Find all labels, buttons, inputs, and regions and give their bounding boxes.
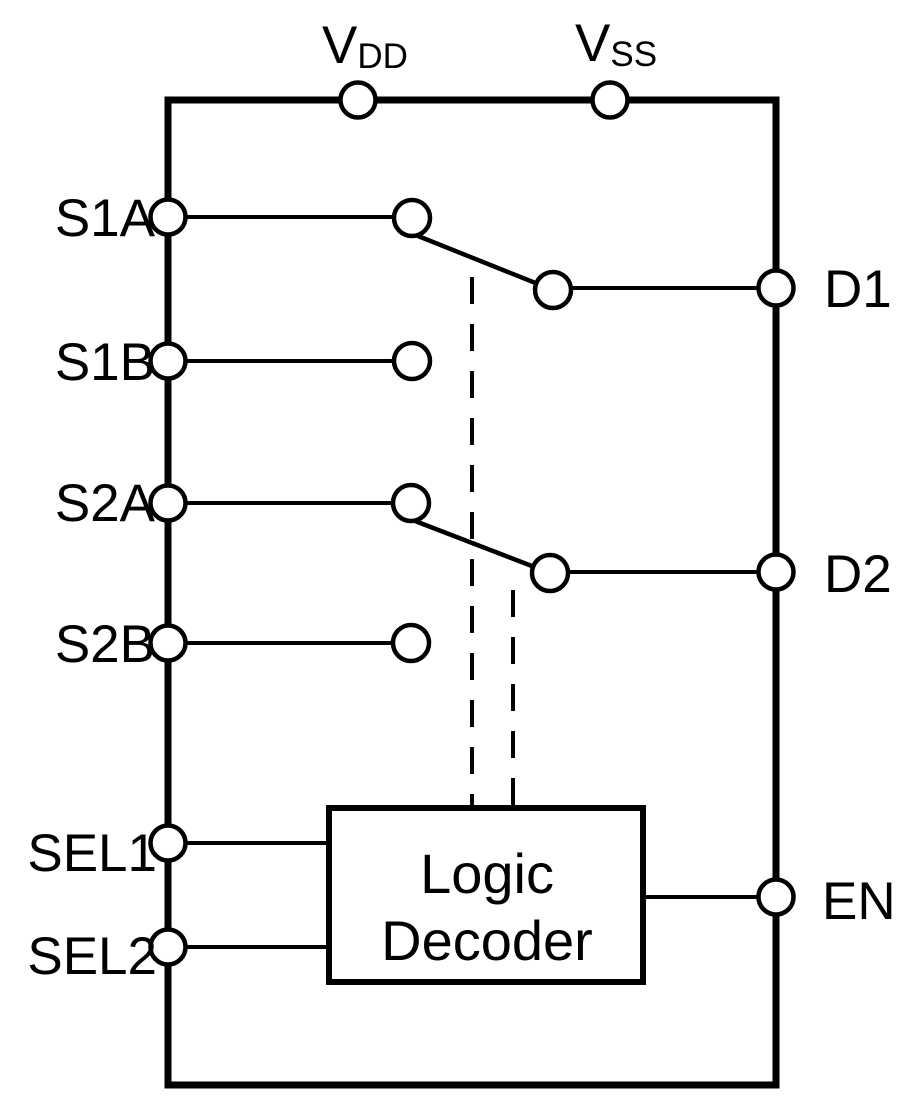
vdd-label-subscript: DD [357,37,408,76]
d1-label: D1 [824,260,892,319]
vss-label-base: V [575,14,611,73]
sel1-pin [148,823,188,863]
d2-label: D2 [824,545,892,604]
vss-label: VSS [575,14,657,74]
s2a-label: S2A [55,474,156,533]
d1-pin [756,268,796,308]
s1b-contact [391,340,433,382]
sel2-label: SEL2 [27,927,157,986]
switch2-arm [412,518,553,576]
vss-label-subscript: SS [610,35,657,74]
decoder-label-line1: Logic [420,842,554,905]
vdd-label: VDD [322,16,408,76]
vdd-label-base: V [322,16,358,75]
s2a-pin [148,483,188,523]
decoder-label-line2: Decoder [381,909,593,972]
sel2-pin [148,927,188,967]
d2-pin [756,552,796,592]
s1b-label: S1B [55,333,155,392]
switch1-throw-contact [532,269,574,311]
s1a-pin [148,197,188,237]
s1b-pin [148,341,188,381]
vdd-pin [338,80,378,120]
sel1-label: SEL1 [27,824,157,883]
s1a-label: S1A [55,189,156,248]
switch1-arm [415,233,556,293]
chip-outline [164,96,780,1089]
switch2-pole-contact [390,482,432,524]
vss-pin [590,80,630,120]
en-pin [756,877,796,917]
s2b-label: S2B [55,615,155,674]
logic-decoder-box [326,805,646,985]
switch1-pole-contact [391,197,433,239]
en-label: EN [822,872,896,931]
switch2-throw-contact [529,552,571,594]
s2b-pin [148,623,188,663]
s2b-contact [390,622,432,664]
